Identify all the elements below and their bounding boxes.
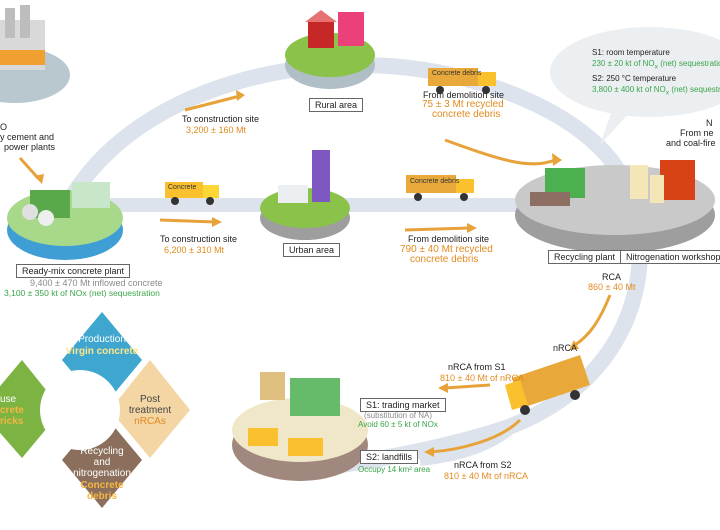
- rural-demo-value2: concrete debris: [432, 109, 501, 120]
- flow-track: [63, 57, 638, 205]
- bubble-s2-value: 3,800 ± 400 kt of NOx (net) sequestratio…: [592, 85, 720, 97]
- s2-flow-value: 810 ± 40 Mt of nRCA: [444, 471, 528, 481]
- cycle-right-2: treatment: [128, 405, 172, 416]
- s1-sub: (substitution of NA): [364, 411, 433, 420]
- rural-demo-value: 75 ± 3 Mt recycled: [422, 99, 504, 110]
- arrowhead-s1: [438, 383, 448, 393]
- urban-demo: From demolition site: [408, 234, 490, 244]
- right-note-l1: N: [706, 118, 713, 128]
- cycle-top-1: Production: [78, 334, 126, 345]
- cycle-bottom-3: nitrogenation: [73, 468, 131, 479]
- urban-truck-concrete-label: Concrete: [168, 184, 197, 191]
- rural-to-site: To construction site: [182, 114, 260, 124]
- landfill-island: [232, 372, 368, 481]
- rural-label: Rural area: [309, 98, 364, 112]
- s1-flow-value: 810 ± 40 Mt of nRCA: [440, 373, 524, 383]
- arrow-nrca-s1: [444, 383, 491, 390]
- arrow-nrca-s2: [429, 418, 522, 454]
- sources-co2: O: [0, 122, 8, 132]
- petal-use: [0, 360, 62, 458]
- urban-island: [260, 150, 350, 240]
- nrca-label: nRCA: [553, 343, 578, 353]
- s2-flow: nRCA from S2: [454, 460, 512, 470]
- arrowhead-demo-rural: [552, 153, 562, 166]
- s2-box: S2: landfills: [360, 450, 419, 464]
- cycle-center: [40, 370, 120, 450]
- truck-nrca: [505, 355, 590, 415]
- petal-post-treatment: [110, 360, 190, 458]
- urban-to-site-value: 6,200 ± 310 Mt: [164, 245, 224, 255]
- sources-line1: y cement and: [0, 132, 55, 142]
- rural-island: [285, 10, 375, 89]
- arrowhead-demo-urban: [467, 223, 477, 233]
- ready-mix-sequestration: 3,100 ± 350 kt of NOx (net) sequestratio…: [4, 288, 160, 298]
- arrow-to-urban: [159, 218, 216, 224]
- cycle-left-2: crete: [0, 405, 24, 416]
- bubble-s2-title: S2: 250 °C temperature: [592, 74, 677, 83]
- urban-demo-value: 790 ± 40 Mt recycled: [400, 244, 493, 255]
- ready-mix-inflow: 9,400 ± 470 Mt inflowed concrete: [30, 278, 163, 288]
- cycle-bottom-1: Recycling: [80, 446, 124, 457]
- arrow-urban-demo: [404, 226, 471, 232]
- power-plant-island: [0, 5, 70, 103]
- bubble-s1-value: 230 ± 20 kt of NOx (net) sequestration: [592, 59, 720, 71]
- s2-occupy: Occupy 14 km² area: [358, 465, 431, 474]
- urban-label: Urban area: [283, 243, 341, 257]
- arrow-rural-demo: [444, 138, 556, 166]
- flow-arrows: [18, 94, 612, 454]
- truck-urban-debris: [406, 175, 474, 201]
- arrowhead-s2: [424, 447, 434, 457]
- recycling-island: [515, 160, 715, 253]
- arrow-to-rural: [184, 94, 241, 112]
- cycle-right-1: Post: [139, 394, 160, 405]
- arrow-rca: [574, 294, 612, 347]
- cycle-bottom-2: and: [93, 457, 111, 468]
- urban-to-site: To construction site: [160, 234, 238, 244]
- rural-truck-label: Concrete debris: [432, 70, 482, 77]
- s1-flow: nRCA from S1: [448, 362, 506, 372]
- nitrogenation-workshop-label: Nitrogenation workshop: [620, 250, 720, 264]
- recycling-plant-label: Recycling plant: [548, 250, 622, 264]
- cycle-top-2: Virgin concrete: [65, 346, 139, 357]
- arrowhead-sources: [34, 174, 44, 184]
- right-note-l3: and coal-fire: [666, 138, 716, 148]
- urban-demo-value2: concrete debris: [410, 254, 479, 265]
- rural-demo: From demolition site: [423, 90, 505, 100]
- rca-value: 860 ± 40 Mt: [588, 282, 636, 292]
- s1-avoid: Avoid 60 ± 5 kt of NOx: [358, 420, 438, 429]
- arrow-sources: [18, 156, 40, 180]
- cycle-left-3: ricks: [0, 416, 24, 427]
- right-note-l2: From ne: [680, 128, 714, 138]
- arrowhead-urban: [212, 217, 222, 227]
- arrowhead-rca: [569, 340, 579, 350]
- bubble-s1-title: S1: room temperature: [592, 48, 670, 57]
- cycle-right-3: nRCAs: [134, 416, 166, 427]
- cycle-diagram: [0, 312, 190, 508]
- sources-line2: power plants: [4, 142, 56, 152]
- ready-mix-island: [7, 182, 123, 260]
- rca-label: RCA: [602, 272, 622, 282]
- speech-bubble: [550, 27, 720, 145]
- truck-urban-concrete: [165, 182, 219, 205]
- ready-mix-label: Ready-mix concrete plant: [16, 264, 131, 278]
- truck-rural: [428, 68, 496, 94]
- rural-to-site-value: 3,200 ± 160 Mt: [186, 125, 246, 135]
- urban-truck-debris-label: Concrete debris: [410, 178, 460, 185]
- arrowhead-rural: [236, 90, 245, 101]
- cycle-left-1: use: [0, 394, 17, 405]
- cycle-bottom-4: Concrete: [80, 480, 124, 491]
- s1-box: S1: trading market: [360, 398, 446, 412]
- cycle-bottom-5: debris: [86, 491, 117, 502]
